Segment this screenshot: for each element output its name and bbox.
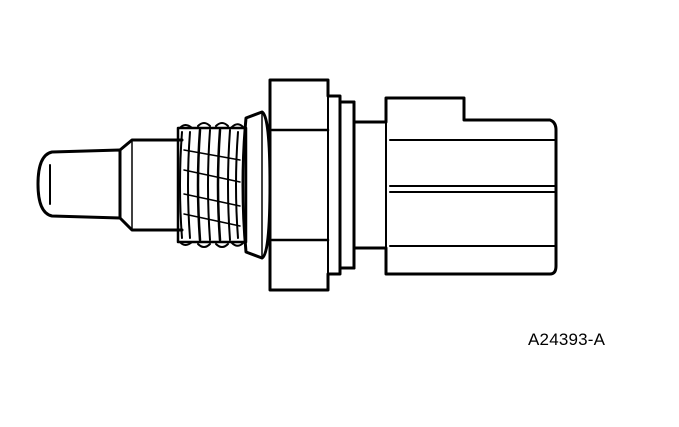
sensor-probe-neck <box>120 140 182 230</box>
figure-reference-code: A24393-A <box>528 330 606 349</box>
sensor-probe-tip <box>38 150 120 218</box>
sensor-washer <box>243 112 270 258</box>
sensor-thread <box>178 123 246 247</box>
sensor-hex-body <box>270 80 354 290</box>
sensor-connector <box>354 98 556 274</box>
